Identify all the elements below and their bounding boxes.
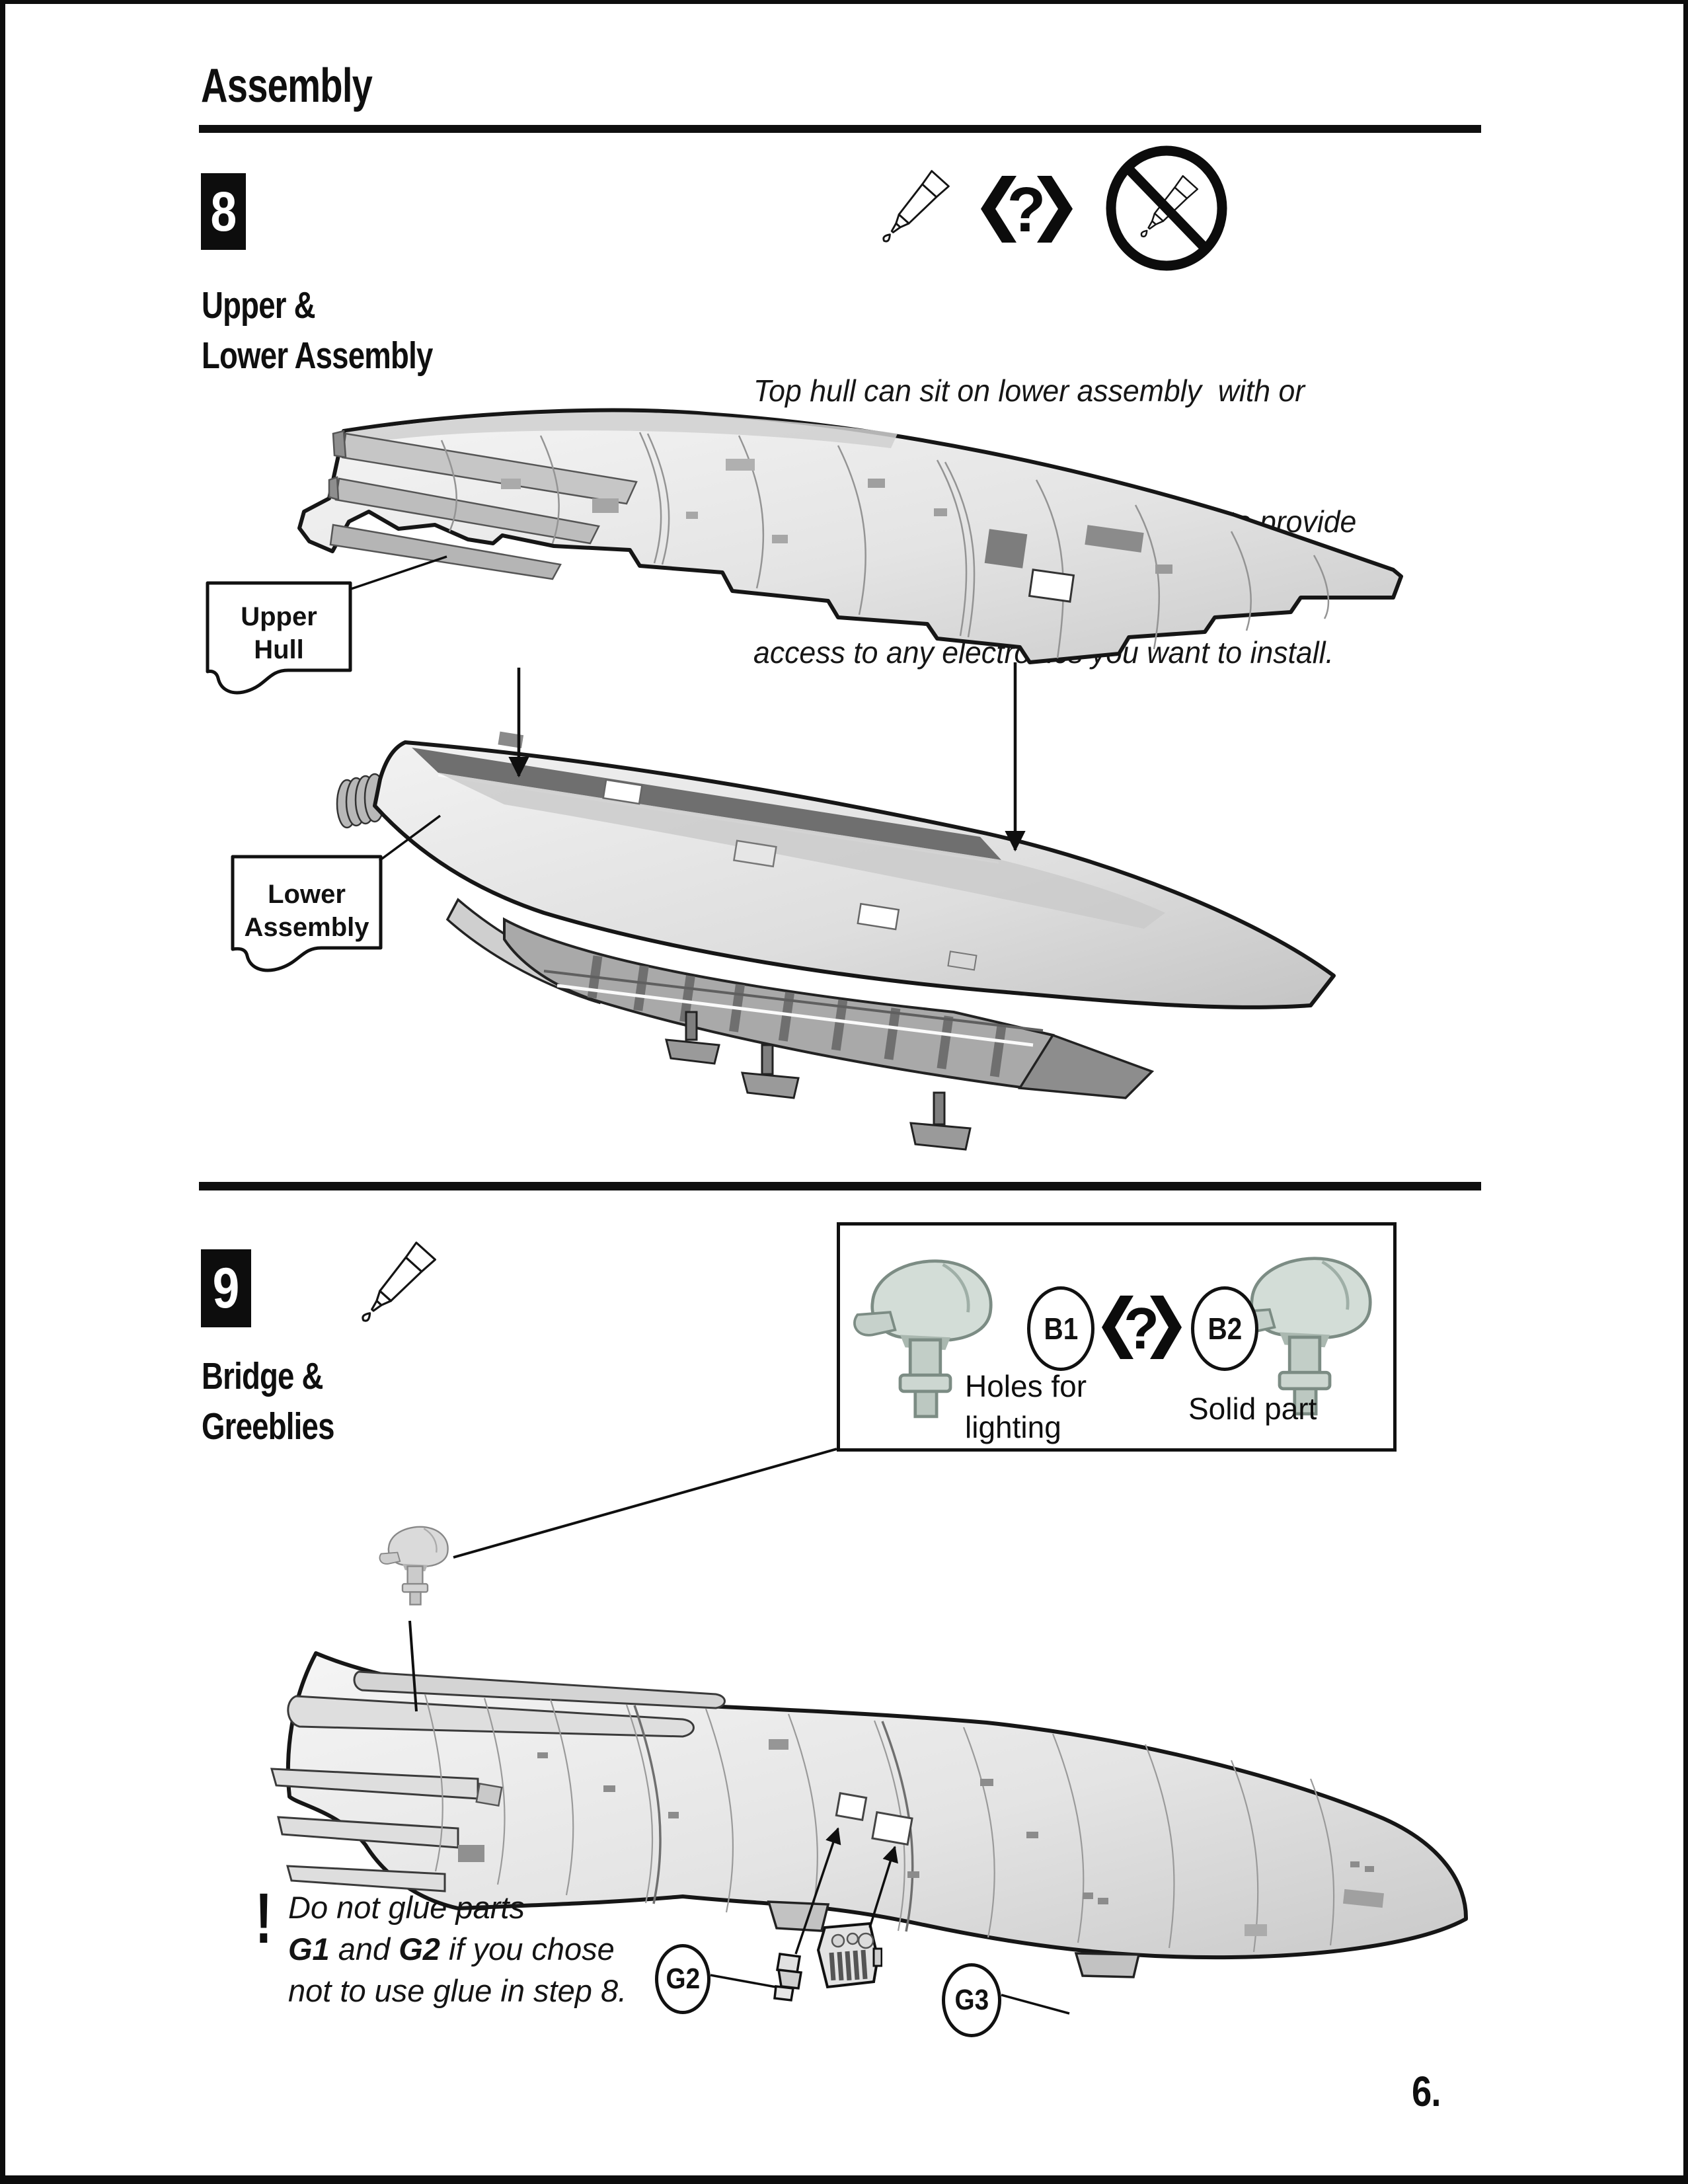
engine-cones	[270, 1670, 726, 1892]
no-glue-icon	[1106, 145, 1227, 271]
assembled-ship-illustration	[270, 1526, 1469, 1978]
grille-slats	[829, 1949, 868, 1981]
part-label-b2: B2	[1191, 1286, 1258, 1371]
callout-g2: G2	[655, 1944, 710, 2014]
b1-caption-line1: Holes for	[965, 1369, 1087, 1403]
surface-details	[458, 1739, 1384, 1936]
warning-line2-mid: and	[329, 1931, 399, 1967]
upper-hull-illustration	[297, 408, 1403, 664]
b1-caption: Holes for lighting	[965, 1366, 1087, 1448]
callout-g2-text: G2	[666, 1963, 700, 1995]
page-number: 6.	[1412, 2068, 1441, 2115]
section-divider	[199, 1182, 1481, 1190]
step-9-title-line1: Bridge &	[202, 1355, 323, 1397]
lower-assembly-callout-line1: Lower	[268, 880, 346, 909]
b1-caption-line2: lighting	[965, 1410, 1061, 1444]
exclamation-mark: !	[255, 1878, 272, 1958]
panel-lines	[440, 432, 1330, 659]
note-line: access to any electronics you want to in…	[753, 631, 1369, 674]
question-mark: ?	[1007, 175, 1046, 244]
surface-details	[501, 459, 1172, 603]
question-mark: ?	[1124, 1296, 1159, 1360]
part-label-b2-text: B2	[1208, 1311, 1242, 1346]
upper-hull-callout: Upper Hull	[206, 581, 352, 695]
step-8-title-line2: Lower Assembly	[202, 334, 433, 377]
g3-part-image	[816, 1922, 882, 1989]
optional-choice-icon: ?	[981, 175, 1073, 244]
step-9-number: 9	[212, 1256, 240, 1320]
step-9-title-line2: Greeblies	[202, 1405, 334, 1448]
g2-part-image	[773, 1953, 803, 2002]
part-ref-g2: G2	[399, 1931, 440, 1967]
upper-hull-callout-line1: Upper	[241, 602, 317, 631]
warning-line1: Do not glue parts	[288, 1890, 525, 1925]
part-label-b1-text: B1	[1044, 1311, 1078, 1346]
callout-g3: G3	[942, 1963, 1001, 2037]
step-8-title-line1: Upper &	[202, 284, 316, 327]
step-8-title: Upper & Lower Assembly	[202, 280, 433, 381]
deck-details	[498, 731, 978, 971]
glue-tube-icon	[353, 1241, 437, 1330]
g3-leader-line	[1001, 1994, 1070, 2015]
note-line: Top hull can sit on lower assembly with …	[753, 373, 1305, 408]
engine-fins	[328, 430, 638, 580]
warning-line2-tail: if you chose	[440, 1931, 615, 1967]
lower-assembly-callout: Lower Assembly	[231, 855, 383, 972]
upper-hull-callout-line2: Hull	[254, 635, 304, 664]
step-8-number-box: 8	[201, 173, 246, 250]
part-ref-g1: G1	[288, 1931, 330, 1967]
title-underline	[199, 125, 1481, 133]
floating-bridge-part	[379, 1526, 449, 1606]
step-9-number-box: 9	[201, 1249, 251, 1327]
step-9-title: Bridge & Greeblies	[202, 1351, 334, 1452]
optional-choice-icon: ?	[1102, 1296, 1182, 1360]
warning-line2: G1 and G2 if you chose	[288, 1928, 627, 1970]
warning-text: Do not glue parts G1 and G2 if you chose…	[288, 1887, 627, 2011]
step-8-number: 8	[210, 180, 237, 243]
lower-assembly-callout-line2: Assembly	[245, 913, 370, 942]
b2-caption: Solid part	[1188, 1391, 1317, 1426]
part-label-b1: B1	[1027, 1286, 1094, 1371]
lower-assembly-illustration	[336, 731, 1336, 1151]
glue-tube-icon	[874, 170, 950, 250]
left-bracket-icon	[981, 176, 1017, 243]
page-title: Assembly	[201, 59, 373, 112]
callout-g3-text: G3	[954, 1984, 989, 2016]
landing-feet	[665, 1011, 972, 1151]
right-bracket-icon	[1037, 176, 1073, 243]
warning-line3: not to use glue in step 8.	[288, 1973, 627, 2008]
under-structure	[503, 917, 1155, 1151]
